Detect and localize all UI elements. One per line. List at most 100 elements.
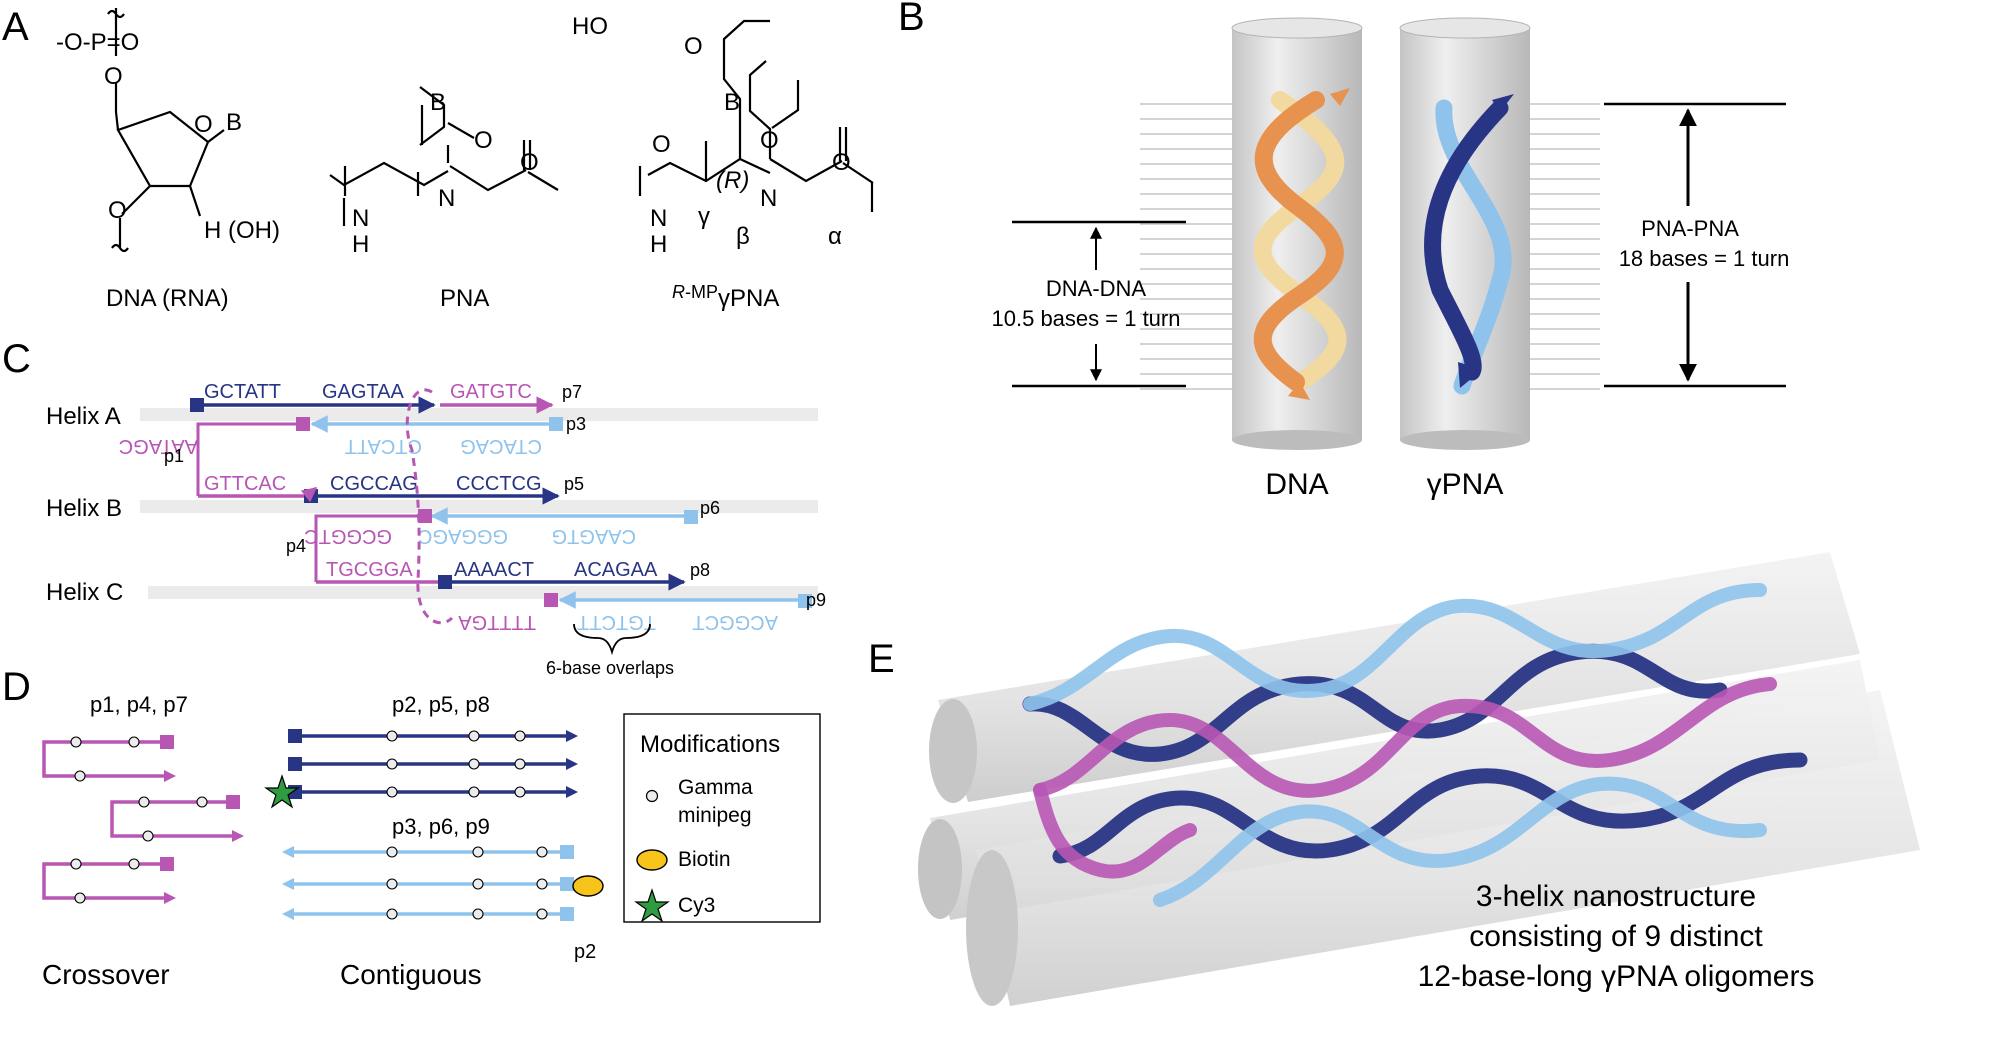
panel-letter-c: C: [2, 337, 31, 381]
contig-start-square: [288, 729, 302, 743]
seq-a-top-3: GATGTC: [450, 381, 532, 403]
contig-arrowhead: [566, 786, 578, 798]
gpna-ho: HO: [572, 13, 608, 40]
seq-c-top-2: AAAACT: [454, 559, 534, 581]
strand-p4-crossover: [314, 514, 425, 582]
legend-biotin: Biotin: [678, 848, 731, 871]
gamma-minipeg-dot: [138, 796, 150, 808]
label-p6: p6: [700, 498, 720, 518]
dna-ruler: [1140, 103, 1232, 390]
gamma-minipeg-dot: [386, 846, 398, 858]
contig-start-square: [560, 877, 574, 891]
label-p7: p7: [562, 382, 582, 402]
contig-bottom-title: p3, p6, p9: [392, 814, 490, 839]
gpna-nh: N: [650, 205, 667, 232]
panel-a: [107, 8, 874, 253]
pna-carbonyl-o2: O: [520, 149, 539, 176]
gamma-minipeg-dot: [468, 786, 480, 798]
strand-p7-start: [544, 593, 558, 607]
seq-b-bot-1: GCGGTC: [304, 525, 392, 547]
gpna-alpha: α: [828, 223, 842, 250]
gamma-minipeg-dot: [386, 786, 398, 798]
label-p4: p4: [286, 536, 306, 556]
seq-b-top-2: CGCCAG: [330, 473, 418, 495]
gamma-minipeg-dot: [142, 830, 154, 842]
contig-arrowhead: [282, 846, 294, 858]
panel-e: 3-helix nanostructure consisting of 9 di…: [918, 552, 1920, 1006]
nanostructure-strands: [1022, 583, 1808, 907]
pna-pna-label: PNA-PNA: [1641, 216, 1739, 241]
seq-c-bot-2: TGTCTT: [577, 611, 656, 633]
pna-carbonyl-o: O: [474, 127, 493, 154]
panel-letter-b: B: [898, 0, 925, 39]
pna-turn-label: 18 bases = 1 turn: [1619, 246, 1790, 271]
crossover-strands: [42, 735, 244, 904]
seq-c-bot-3: ACGGCT: [692, 611, 778, 633]
gamma-minipeg-dot: [514, 730, 526, 742]
cylinder-back: [929, 552, 1860, 803]
gpna-cylinder-label: γPNA: [1427, 468, 1504, 501]
panel-letter-e: E: [868, 637, 895, 681]
strand-p2-a-start: [190, 398, 204, 412]
gamma-minipeg-dot: [128, 858, 140, 870]
crossover-start-square: [226, 795, 240, 809]
crossover-label: Crossover: [42, 959, 170, 990]
gamma-minipeg-dot: [536, 878, 548, 890]
contig-arrowhead: [566, 730, 578, 742]
panel-b: DNA-DNA 10.5 bases = 1 turn PNA-PNA 18 b…: [992, 17, 1790, 501]
seq-c-bot-1: TTTTGA: [458, 611, 536, 633]
panel-a-text: -O-P=O O O B H (OH) O N H N B O O HO O O…: [56, 13, 851, 312]
pna-n: N: [438, 185, 455, 212]
gamma-minipeg-dot: [468, 758, 480, 770]
gamma-minipeg-dot: [386, 730, 398, 742]
dna-double-helix: [1253, 88, 1350, 400]
label-p1: p1: [164, 446, 184, 466]
legend-biotin-symbol: [636, 849, 668, 871]
ring-oxygen: O: [194, 111, 213, 138]
label-p8: p8: [690, 560, 710, 580]
seq-a-bot-2: CTCATT: [345, 435, 422, 457]
contig-top-title: p2, p5, p8: [392, 692, 490, 717]
strand-p3-a-start: [549, 417, 563, 431]
gamma-minipeg-dot: [514, 758, 526, 770]
crossover-start-square: [160, 857, 174, 871]
gamma-minipeg-dot: [386, 908, 398, 920]
phosphate-group: -O-P=O: [56, 29, 139, 56]
o3-oxygen: O: [108, 197, 127, 224]
contig-p2-label: p2: [574, 941, 596, 963]
gpna-beta: β: [736, 223, 750, 250]
gpna-label-main: γPNA: [718, 285, 779, 312]
crossover-arrowhead: [164, 770, 176, 782]
legend-title: Modifications: [640, 731, 780, 758]
gpna-label: R-MPγPNA: [672, 282, 779, 312]
pna-ruler: [1530, 103, 1600, 390]
seq-b-bot-2: GGGAGC: [418, 525, 508, 547]
gpna-base: B: [724, 89, 740, 116]
contig-arrowhead: [282, 908, 294, 920]
gpna-carbonyl-o: O: [760, 127, 779, 154]
pna-label: PNA: [440, 285, 489, 312]
helix-c-label: Helix C: [46, 579, 123, 606]
dna-dna-label: DNA-DNA: [1046, 276, 1147, 301]
contiguous-strands-light: [282, 845, 574, 921]
strand-p1-crossover: [196, 422, 303, 496]
dna-base: B: [226, 109, 242, 136]
seq-a-top-1: GCTATT: [204, 381, 281, 403]
panel-c: Helix A Helix B Helix C GCTATT GAGTAA GA…: [46, 381, 826, 678]
gpna-double-helix: [1424, 94, 1514, 395]
legend-gamma-1: Gamma: [678, 776, 753, 799]
gpna-carbonyl-o2: O: [832, 149, 851, 176]
helix-a-label: Helix A: [46, 403, 121, 430]
modifications-legend: Modifications Gamma minipeg Biotin Cy3: [623, 713, 821, 923]
contiguous-label: Contiguous: [340, 959, 482, 990]
overlap-label: 6-base overlaps: [546, 658, 674, 678]
panel-letter-d: D: [2, 665, 31, 709]
contig-arrowhead: [566, 758, 578, 770]
label-p5: p5: [564, 474, 584, 494]
gamma-minipeg-dot: [472, 878, 484, 890]
seq-a-bot-1: AATAGC: [119, 435, 198, 457]
contig-arrowhead: [282, 878, 294, 890]
gamma-minipeg-dot: [74, 770, 86, 782]
overlap-brace: [573, 623, 651, 656]
cylinder-front-right: [966, 690, 1920, 1006]
